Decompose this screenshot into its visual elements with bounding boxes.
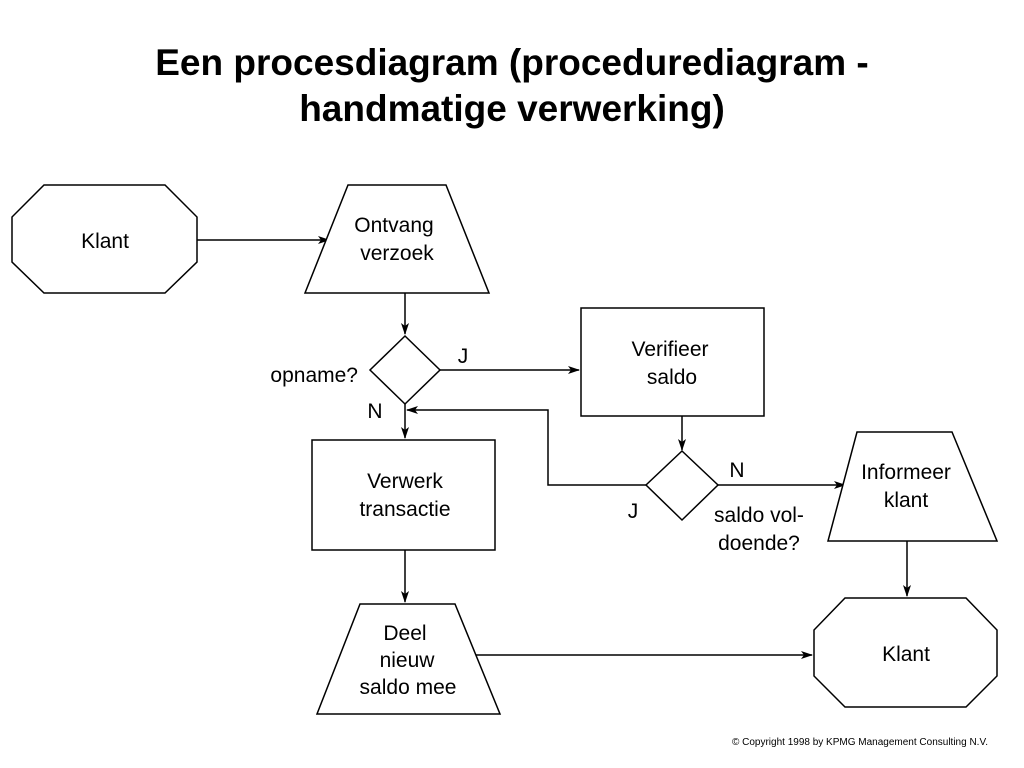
node-saldo-decision: saldo vol- doende? (644, 449, 804, 555)
node-opname-label: opname? (270, 364, 358, 387)
node-informeer-klant: Informeer klant (827, 431, 999, 542)
title-line-1: Een procesdiagram (procedurediagram - (155, 42, 869, 83)
node-informeer-line-1: Informeer (861, 461, 951, 484)
edges (197, 236, 911, 659)
edge-saldo-yes-to-opname (406, 406, 646, 486)
node-informeer-line-2: klant (884, 489, 929, 512)
node-deel-nieuw-saldo: Deel nieuw saldo mee (315, 603, 502, 715)
page-title: Een procesdiagram (procedurediagram - ha… (0, 40, 1024, 132)
title-line-2: handmatige verwerking) (299, 88, 725, 129)
node-saldo-line-2: doende? (718, 532, 800, 555)
node-verifieer-line-2: saldo (647, 366, 697, 389)
node-klant-end: Klant (813, 597, 998, 708)
node-klant-end-label: Klant (882, 643, 930, 666)
node-verwerk-line-1: Verwerk (367, 470, 443, 493)
node-deel-line-3: saldo mee (360, 676, 457, 699)
node-verifieer-saldo: Verifieer saldo (580, 307, 765, 417)
edge-label-saldo-no: N (729, 459, 744, 482)
node-klant-start: Klant (11, 184, 198, 294)
node-saldo-line-1: saldo vol- (714, 504, 804, 527)
node-ontvang-verzoek: Ontvang verzoek (303, 184, 491, 294)
edge-label-opname-no: N (367, 400, 382, 423)
copyright-notice: © Copyright 1998 by KPMG Management Cons… (731, 737, 988, 748)
node-ontvang-line-2: verzoek (360, 242, 434, 265)
edge-label-opname-yes: J (458, 345, 469, 368)
node-verifieer-line-1: Verifieer (631, 338, 708, 361)
node-verwerk-transactie: Verwerk transactie (311, 439, 496, 551)
node-ontvang-line-1: Ontvang (354, 214, 433, 237)
node-opname-decision: opname? (270, 334, 442, 406)
node-klant-start-label: Klant (81, 230, 129, 253)
edge-label-saldo-yes: J (628, 500, 639, 523)
node-verwerk-line-2: transactie (359, 498, 450, 521)
node-deel-line-2: nieuw (380, 649, 436, 672)
node-deel-line-1: Deel (383, 622, 426, 645)
